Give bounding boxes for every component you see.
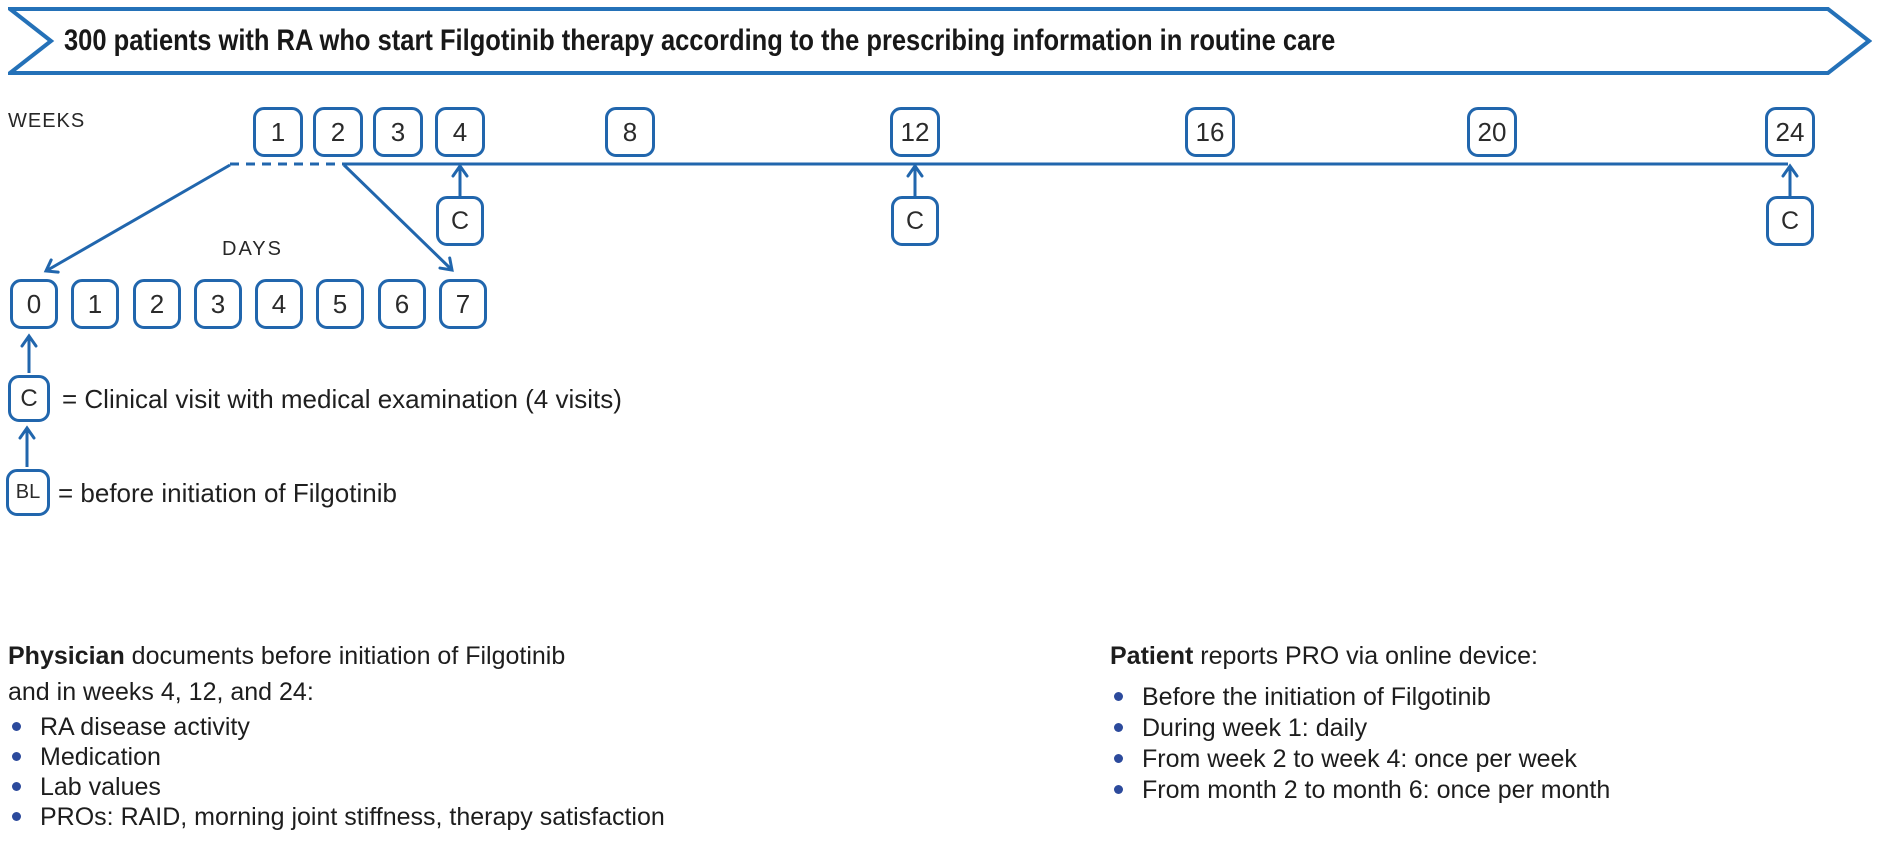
week-box-8: 8	[605, 107, 655, 157]
week-box-3: 3	[373, 107, 423, 157]
bullet-icon	[12, 812, 21, 821]
clinical-visit-box-week4: C	[436, 196, 484, 246]
bullet-text: PROs: RAID, morning joint stiffness, the…	[40, 803, 665, 831]
bullet-icon	[12, 722, 21, 731]
patient-bullet-list: Before the initiation of Filgotinib Duri…	[1110, 682, 1610, 806]
list-item: From week 2 to week 4: once per week	[1110, 744, 1610, 775]
day-box-4: 4	[255, 279, 303, 329]
day-box-1: 1	[71, 279, 119, 329]
physician-heading-rest: documents before initiation of Filgotini…	[124, 642, 566, 670]
list-item: Before the initiation of Filgotinib	[1110, 682, 1610, 713]
day-box-2: 2	[133, 279, 181, 329]
bullet-icon	[1114, 754, 1123, 763]
bullet-text: Before the initiation of Filgotinib	[1142, 683, 1491, 711]
physician-block: Physician documents before initiation of…	[8, 638, 665, 832]
legend-baseline-text: = before initiation of Filgotinib	[58, 478, 397, 508]
bullet-icon	[1114, 785, 1123, 794]
patient-heading-rest: reports PRO via online device:	[1193, 642, 1538, 670]
list-item: Medication	[8, 742, 665, 772]
week-box-4: 4	[435, 107, 485, 157]
legend-clinical-box: C	[8, 375, 50, 422]
week-box-12: 12	[890, 107, 940, 157]
bullet-icon	[1114, 692, 1123, 701]
bullet-text: Medication	[40, 743, 161, 771]
patient-heading: Patient reports PRO via online device:	[1110, 638, 1610, 674]
list-item: RA disease activity	[8, 712, 665, 742]
clinical-visit-box-week12: C	[891, 196, 939, 246]
bullet-text: From week 2 to week 4: once per week	[1142, 745, 1577, 773]
clinical-visit-box-week24: C	[1766, 196, 1814, 246]
physician-heading-line2: and in weeks 4, 12, and 24:	[8, 678, 314, 706]
weeks-axis-label: WEEKS	[8, 110, 86, 132]
bullet-text: RA disease activity	[40, 713, 250, 741]
enrollment-banner: 300 patients with RA who start Filgotini…	[8, 6, 1872, 76]
patient-heading-bold: Patient	[1110, 642, 1194, 670]
day-box-6: 6	[378, 279, 426, 329]
day-box-7: 7	[439, 279, 487, 329]
week-box-24: 24	[1765, 107, 1815, 157]
patient-block: Patient reports PRO via online device: B…	[1110, 638, 1610, 806]
list-item: From month 2 to month 6: once per month	[1110, 775, 1610, 806]
list-item: During week 1: daily	[1110, 713, 1610, 744]
day-box-3: 3	[194, 279, 242, 329]
week-box-20: 20	[1467, 107, 1517, 157]
banner-chevron-shape	[8, 7, 1872, 75]
legend-clinical-text: = Clinical visit with medical examinatio…	[62, 384, 622, 414]
physician-heading: Physician documents before initiation of…	[8, 638, 665, 674]
bullet-text: Lab values	[40, 773, 161, 801]
bullet-icon	[12, 782, 21, 791]
bullet-text: From month 2 to month 6: once per month	[1142, 776, 1611, 804]
days-axis-label: DAYS	[222, 238, 283, 260]
week-box-2: 2	[313, 107, 363, 157]
bullet-icon	[1114, 723, 1123, 732]
banner-text: 300 patients with RA who start Filgotini…	[64, 24, 1336, 57]
week-box-16: 16	[1185, 107, 1235, 157]
list-item: PROs: RAID, morning joint stiffness, the…	[8, 802, 665, 832]
week-box-1: 1	[253, 107, 303, 157]
zoom-to-day0-line	[43, 163, 231, 274]
bullet-icon	[12, 752, 21, 761]
physician-bullet-list: RA disease activity Medication Lab value…	[8, 712, 665, 832]
list-item: Lab values	[8, 772, 665, 802]
bullet-text: During week 1: daily	[1142, 714, 1368, 742]
legend-baseline-box: BL	[6, 469, 50, 516]
day-box-0: 0	[10, 279, 58, 329]
day-box-5: 5	[316, 279, 364, 329]
physician-heading-bold: Physician	[8, 642, 125, 670]
